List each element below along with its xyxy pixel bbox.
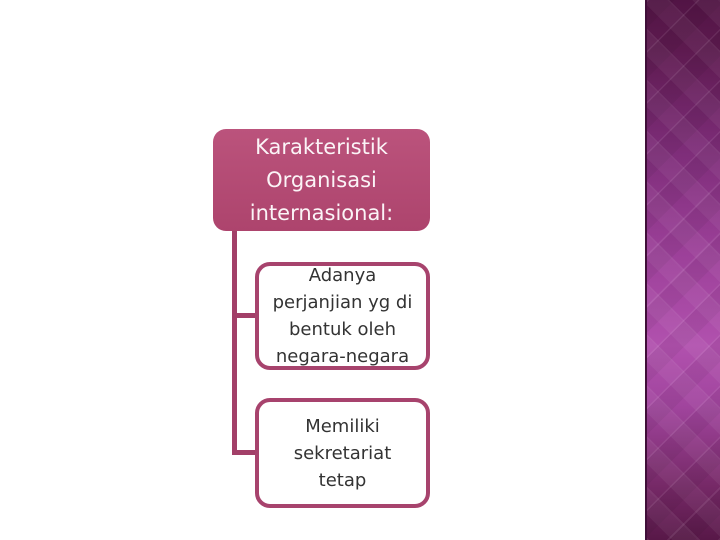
- diagram-root-label: Karakteristik Organisasi internasional:: [249, 134, 394, 225]
- argyle-pattern-overlay: [647, 0, 720, 540]
- diagram-child-node-1: Adanya perjanjian yg di bentuk oleh nega…: [255, 262, 430, 370]
- accent-stripe: [645, 0, 720, 540]
- diagram-root-node: Karakteristik Organisasi internasional:: [213, 129, 430, 231]
- connector-branch-line-2: [232, 450, 257, 455]
- connector-branch-line-1: [232, 313, 257, 318]
- diagram-child-label-1: Adanya perjanjian yg di bentuk oleh nega…: [272, 265, 413, 367]
- diagram-child-label-2: Memiliki sekretariat tetap: [293, 415, 392, 491]
- connector-trunk-line: [232, 231, 237, 455]
- diagram-child-node-2: Memiliki sekretariat tetap: [255, 398, 430, 508]
